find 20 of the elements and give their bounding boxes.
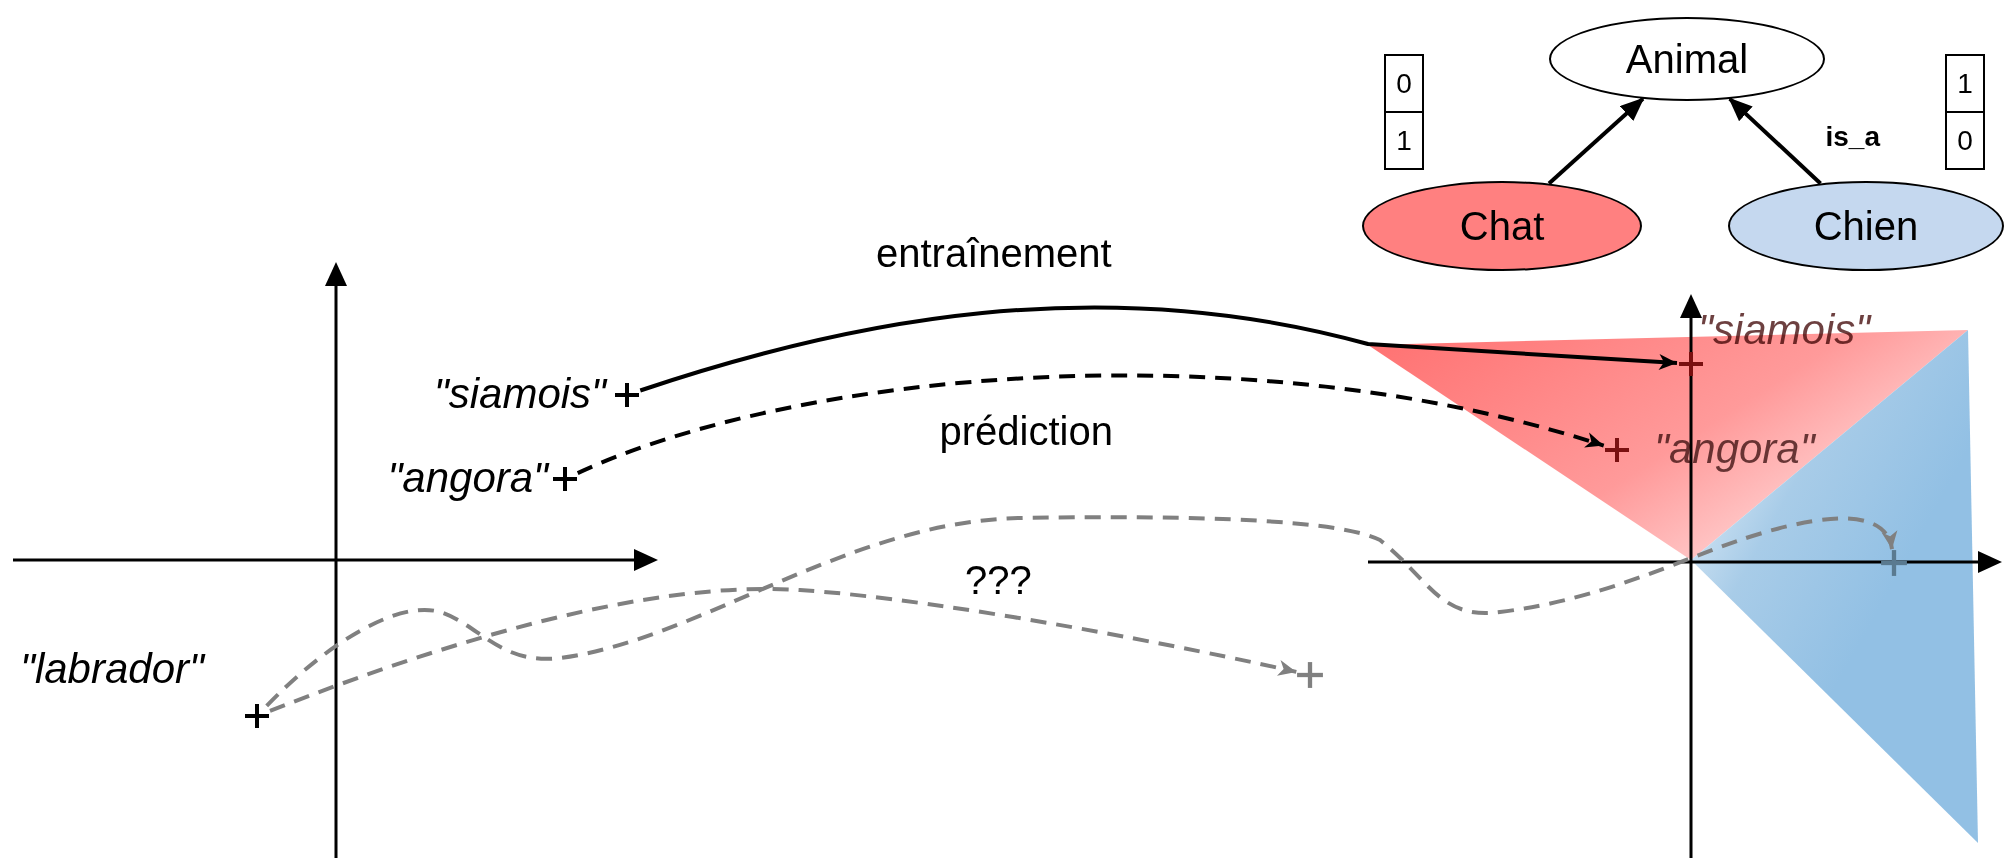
class-ellipse: Chat <box>1362 181 1642 271</box>
vector-value: 1 <box>1956 66 1974 101</box>
vector-box <box>1945 54 1985 170</box>
cross-marker <box>1296 661 1324 689</box>
arrow <box>265 515 1895 708</box>
class-ellipse: Chien <box>1728 181 2004 271</box>
vector-value: 1 <box>1386 111 1422 168</box>
data-point: "siamois" <box>1678 306 1916 378</box>
vector-value: 0 <box>1395 66 1413 101</box>
cross-marker <box>1880 549 1908 577</box>
data-point: "siamois" <box>380 370 640 420</box>
data-point: "angora" <box>320 452 578 506</box>
question-text: ??? <box>965 558 1032 603</box>
arrow <box>639 305 1678 393</box>
arrow <box>269 586 1297 713</box>
arrow <box>576 373 1605 475</box>
data-point: "labrador" <box>20 645 275 731</box>
vector-box <box>1384 54 1424 170</box>
vector-value: 0 <box>1947 111 1983 168</box>
class-ellipse: Animal <box>1549 17 1825 101</box>
